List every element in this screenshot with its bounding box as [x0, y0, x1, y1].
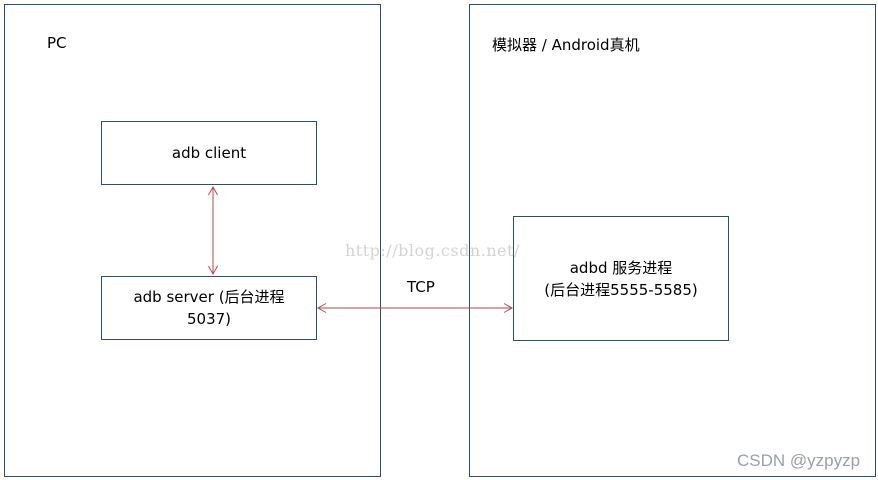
- adbd-label-line1: adbd 服务进程: [569, 258, 673, 277]
- adb-server-label-line1: adb server (后台进程: [133, 288, 285, 306]
- adb-client-label: adb client: [171, 144, 247, 162]
- adbd-label-line2: (后台进程5555-5585): [544, 280, 698, 299]
- adb-server-label-line2: 5037): [186, 310, 232, 328]
- tcp-label: TCP: [407, 278, 435, 296]
- adbd-box: adbd 服务进程 (后台进程5555-5585): [513, 216, 729, 341]
- pc-panel: [4, 4, 381, 477]
- adb-server-box: adb server (后台进程 5037): [101, 276, 317, 340]
- csdn-footer-watermark: CSDN @yzpyzp: [737, 451, 861, 470]
- device-panel-title: 模拟器 / Android真机: [492, 36, 640, 54]
- pc-panel-title: PC: [47, 34, 67, 52]
- adb-client-box: adb client: [101, 121, 317, 185]
- blog-watermark: http://blog.csdn.net/: [345, 241, 520, 260]
